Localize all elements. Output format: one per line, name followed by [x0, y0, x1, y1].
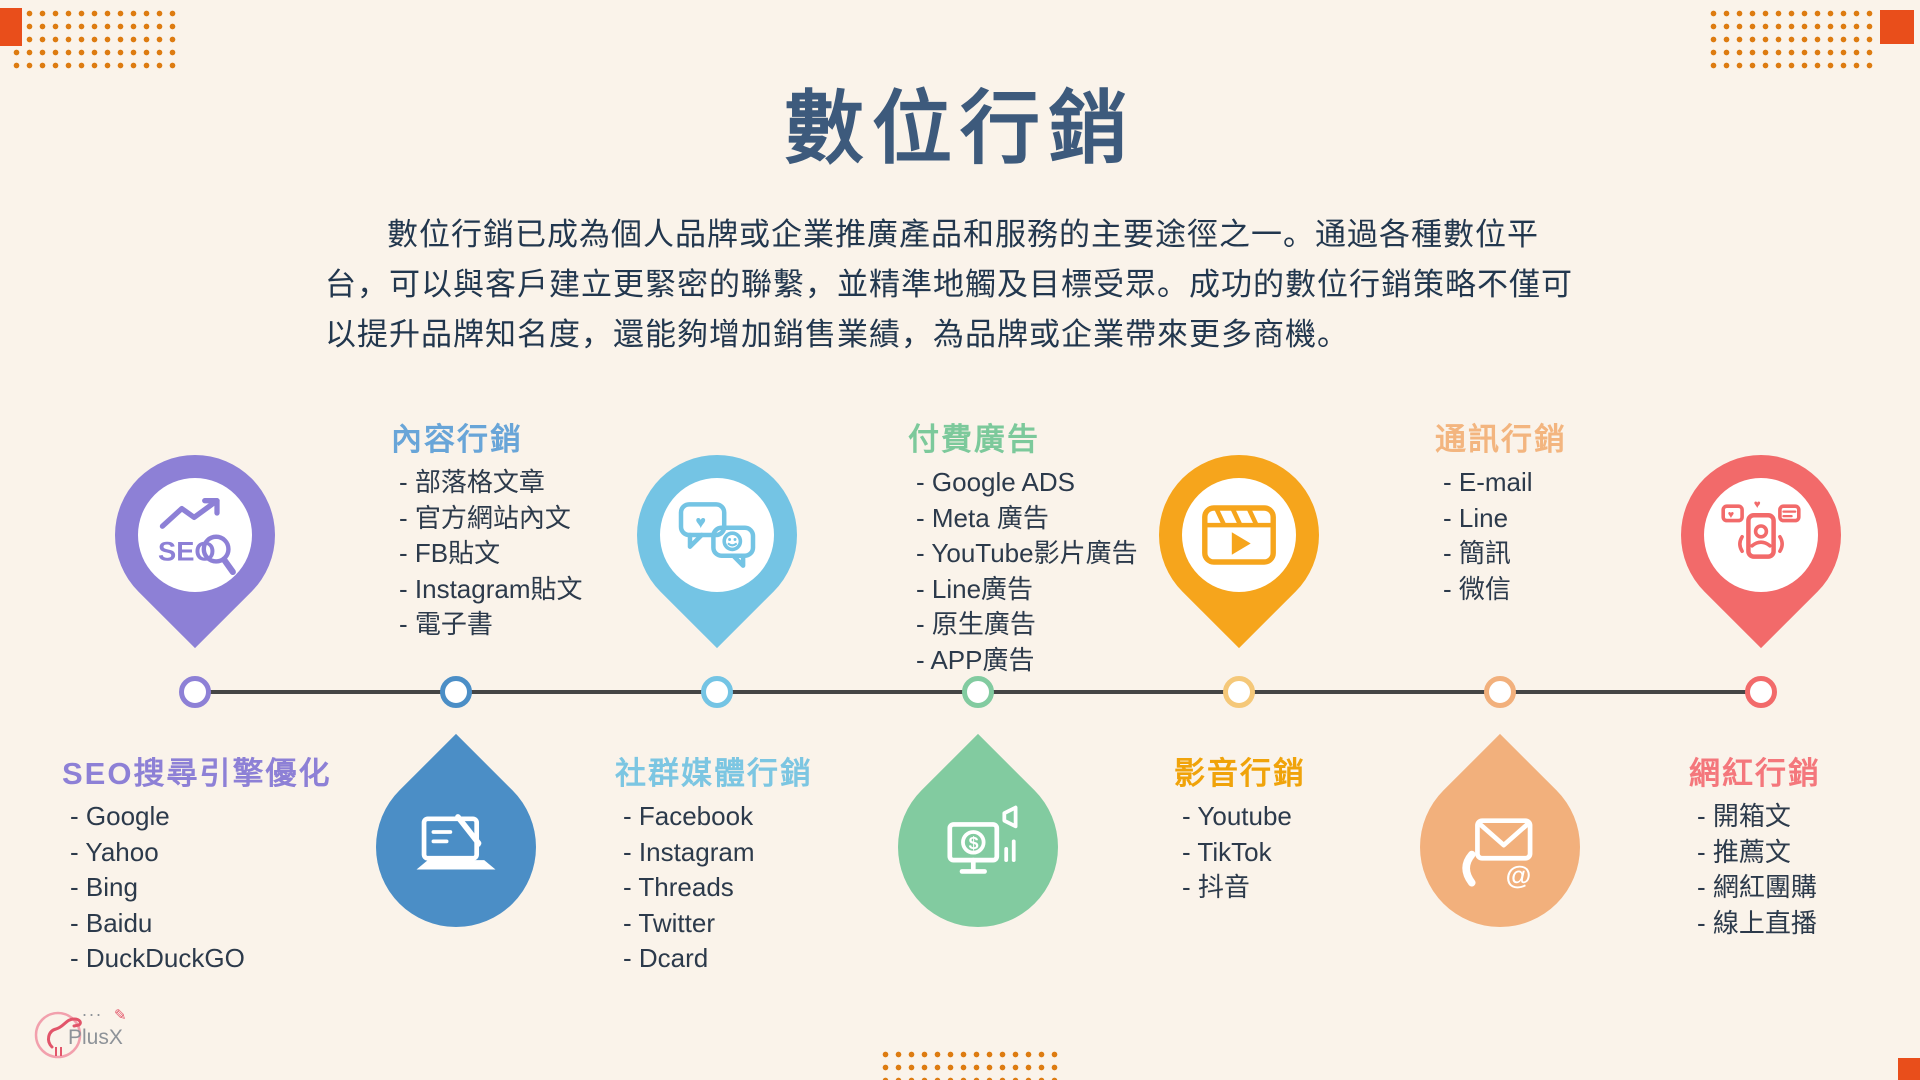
dot-grid-top-left — [10, 7, 179, 73]
list-item: - Google — [70, 801, 170, 831]
list-item: - Facebook — [623, 801, 754, 831]
svg-text:$: $ — [969, 833, 979, 853]
list-item: - 電子書 — [399, 609, 493, 639]
chat-bubbles-icon: ♥ — [672, 490, 762, 580]
category-block-4: 付費廣告- Google ADS- Meta 廣告- YouTube影片廣告- … — [908, 414, 1228, 678]
timeline-node-5 — [1223, 676, 1255, 708]
list-item: - Youtube — [1182, 801, 1292, 831]
category-label: 內容行銷 — [391, 422, 523, 457]
email-phone-icon: @ — [1453, 800, 1547, 894]
list-item: - Line廣告 — [916, 573, 1034, 604]
map-pin-6: @ — [1386, 733, 1614, 961]
category-items: - Youtube - TikTok - 抖音 — [1182, 799, 1494, 906]
list-item: - Line — [1443, 502, 1509, 533]
list-item: - 抖音 — [1182, 872, 1250, 902]
category-block-3: 社群媒體行銷 - Facebook - Instagram - Threads - Tw… — [615, 748, 935, 977]
list-item: - Meta 廣告 — [916, 502, 1049, 533]
list-item: - 原生廣告 — [916, 609, 1036, 639]
category-label: 通訊行銷 — [1435, 422, 1567, 457]
list-item: - Threads — [623, 872, 734, 902]
list-item: - 開箱文 — [1697, 801, 1791, 831]
category-block-5: 影音行銷 - Youtube - TikTok - 抖音 — [1174, 748, 1494, 906]
intro-paragraph: 數位行銷已成為個人品牌或企業推廣產品和服務的主要途徑之一。通過各種數位平台，可以… — [325, 217, 1573, 352]
map-pin-4: $ — [864, 733, 1092, 961]
list-item: - YouTube影片廣告 — [916, 538, 1138, 568]
dot-grid-top-right — [1707, 7, 1876, 73]
category-label: 影音行銷 — [1174, 756, 1306, 791]
map-pin-2 — [342, 733, 570, 961]
list-item: - DuckDuckGO — [70, 943, 245, 973]
list-item: - FB貼文 — [399, 538, 501, 568]
corner-square-top-right — [1880, 10, 1914, 44]
list-item: - Twitter — [623, 907, 715, 938]
list-item: - Bing — [70, 872, 138, 902]
pencil-icon: ✎ — [114, 1007, 127, 1024]
list-item: - Baidu — [70, 907, 153, 938]
svg-text:♥: ♥ — [1754, 498, 1761, 511]
category-items: - 部落格文章 - 官方網站內文 - FB貼文 - Instagram貼文 - 電子書 — [399, 465, 711, 643]
timeline-node-2 — [440, 676, 472, 708]
list-item: - Dcard — [623, 943, 709, 973]
category-block-2: 內容行銷- 部落格文章- 官方網站內文- FB貼文- Instagram貼文- … — [391, 414, 711, 643]
category-label: 付費廣告 — [908, 422, 1040, 457]
category-label: SEO搜尋引擎優化 — [62, 756, 332, 791]
phone-social-icon: ♥♥ — [1716, 490, 1806, 580]
category-items: - Google ADS - Meta 廣告 - YouTube影片廣告 - Line… — [916, 465, 1228, 678]
category-items: - Google - Yahoo - Bing - Baidu - DuckDuckGO — [70, 799, 382, 977]
logo-text: PlusX — [68, 1026, 123, 1049]
list-item: - Google ADS — [916, 467, 1075, 497]
category-block-6: 通訊行銷 - E-mail - Line - 簡訊 - 微信 — [1435, 414, 1755, 607]
svg-text:♥: ♥ — [1728, 509, 1734, 521]
logo-dots: ... — [82, 1000, 104, 1020]
list-item: - 簡訊 — [1443, 538, 1511, 568]
timeline-node-6 — [1484, 676, 1516, 708]
list-item: - 官方網站內文 — [399, 502, 571, 533]
list-item: - 網紅團購 — [1697, 872, 1817, 902]
list-item: - TikTok — [1182, 836, 1272, 867]
list-item: - 微信 — [1443, 573, 1511, 604]
seo-search-icon: SEO — [151, 491, 239, 579]
plusx-logo: ... ✎ PlusX — [28, 1000, 168, 1080]
timeline-node-4 — [962, 676, 994, 708]
corner-square-bottom-right — [1898, 1058, 1920, 1080]
timeline-node-3 — [701, 676, 733, 708]
list-item: - 部落格文章 — [399, 467, 545, 497]
flamingo-icon — [34, 1011, 82, 1059]
svg-text:♥: ♥ — [695, 512, 706, 532]
map-pin-5 — [1125, 421, 1353, 649]
timeline-node-1 — [179, 676, 211, 708]
clapper-play-icon — [1194, 490, 1284, 580]
map-pin-1: SEO — [81, 421, 309, 649]
category-block-1: SEO搜尋引擎優化 - Google - Yahoo - Bing - Baidu - D… — [62, 748, 382, 977]
timeline-node-7 — [1745, 676, 1777, 708]
page-title: 數位行銷 — [784, 81, 1136, 175]
category-label: 社群媒體行銷 — [615, 756, 813, 791]
map-pin-7: ♥♥ — [1647, 421, 1875, 649]
list-item: - Instagram — [623, 836, 755, 867]
list-item: - E-mail — [1443, 467, 1533, 497]
pin-inner-circle — [1182, 478, 1296, 592]
ads-monitor-icon: $ — [931, 800, 1025, 894]
list-item: - 線上直播 — [1697, 907, 1817, 938]
category-label: 網紅行銷 — [1689, 756, 1821, 791]
category-items: - 開箱文 - 推薦文 - 網紅團購 - 線上直播 — [1697, 799, 1920, 941]
list-item: - Yahoo — [70, 836, 159, 867]
category-block-7: 網紅行銷 - 開箱文 - 推薦文 - 網紅團購 - 線上直播 — [1689, 748, 1920, 941]
category-items: - E-mail - Line - 簡訊 - 微信 — [1443, 465, 1755, 607]
list-item: - 推薦文 — [1697, 836, 1791, 867]
corner-square-top-left — [0, 8, 22, 46]
map-pin-3: ♥ — [603, 421, 831, 649]
laptop-writing-icon — [409, 800, 503, 894]
svg-text:@: @ — [1506, 861, 1532, 891]
category-items: - Facebook - Instagram - Threads - Twitter -… — [623, 799, 935, 977]
list-item: - APP廣告 — [916, 644, 1035, 675]
list-item: - Instagram貼文 — [399, 573, 583, 604]
dot-grid-bottom — [879, 1048, 1062, 1080]
